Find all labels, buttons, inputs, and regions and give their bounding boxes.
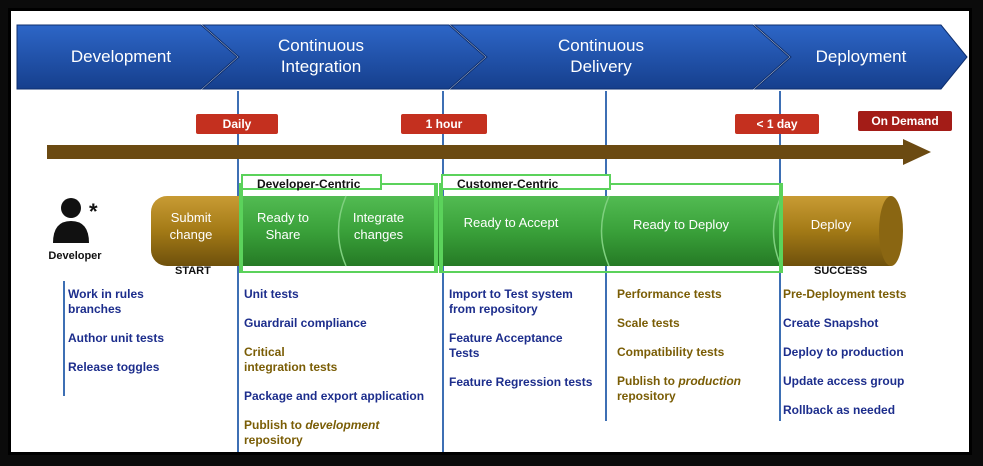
stage-ready-to-share: Ready to Share	[256, 210, 310, 242]
list-item: Compatibility tests	[617, 345, 725, 359]
list-item: Scale tests	[617, 316, 680, 330]
phase-banner	[16, 24, 968, 90]
badge-1-hour: 1 hour	[401, 114, 487, 134]
list-delivery: Performance tests Scale tests Compatibil…	[617, 287, 777, 418]
italic-emphasis: development	[305, 418, 380, 432]
badge-daily: Daily	[196, 114, 278, 134]
list-item: Guardrail compliance	[244, 316, 367, 330]
divider-development	[63, 281, 65, 396]
phase-chevron-development	[16, 24, 238, 90]
list-item: Release toggles	[68, 360, 160, 374]
phase-label-integration: Continuous Integration	[277, 36, 364, 76]
list-item: Pre-Deployment tests	[783, 287, 907, 301]
list-item: Package and export application	[244, 389, 425, 403]
list-item: Deploy to production	[783, 345, 904, 359]
stage-submit-change: Submit change	[169, 210, 213, 242]
list-item: Critical integration tests	[244, 345, 338, 374]
timeline-arrow	[47, 139, 931, 165]
developer-label: Developer	[48, 250, 102, 262]
list-development: Work in rules branches Author unit tests…	[68, 287, 228, 389]
list-integration: Unit tests Guardrail compliance Critical…	[244, 287, 439, 452]
badge-less-than-1-day: < 1 day	[735, 114, 819, 134]
success-label: SUCCESS	[814, 265, 868, 277]
list-item: Rollback as needed	[783, 403, 896, 417]
list-item: Import to Test system from repository	[449, 287, 573, 316]
start-label: START	[175, 265, 211, 277]
diagram-frame: Development Continuous Integration Conti…	[8, 8, 972, 455]
list-acceptance: Import to Test system from repository Fe…	[449, 287, 604, 404]
list-item: Performance tests	[617, 287, 722, 301]
list-item: Publish to production repository	[617, 374, 741, 403]
list-item: Feature Acceptance Tests	[449, 331, 563, 360]
divider-integration	[237, 91, 239, 452]
phase-chevron-deployment	[753, 24, 968, 90]
phase-label-development: Development	[70, 47, 172, 66]
italic-emphasis: production	[678, 374, 741, 388]
list-item: Unit tests	[244, 287, 299, 301]
list-item: Publish to development repository	[244, 418, 380, 447]
stage-deploy: Deploy	[810, 217, 852, 232]
list-item: Create Snapshot	[783, 316, 879, 330]
pipeline-tube	[151, 183, 903, 273]
list-item: Author unit tests	[68, 331, 164, 345]
badge-on-demand: On Demand	[858, 111, 952, 131]
developer-person-icon: *	[53, 198, 98, 243]
phase-label-delivery: Continuous Delivery	[557, 36, 644, 76]
group-customer-centric: Customer-Centric	[441, 174, 611, 191]
list-item: Update access group	[783, 374, 905, 388]
stage-ready-to-deploy: Ready to Deploy	[632, 217, 730, 232]
phase-chevron-integration	[201, 24, 486, 90]
stage-ready-to-accept: Ready to Accept	[463, 215, 559, 230]
list-item: Work in rules branches	[68, 287, 144, 316]
svg-text:*: *	[89, 199, 98, 224]
phase-label-deployment: Deployment	[815, 47, 907, 66]
phase-chevron-delivery	[449, 24, 790, 90]
list-deployment: Pre-Deployment tests Create Snapshot Dep…	[783, 287, 963, 432]
group-developer-centric: Developer-Centric	[241, 174, 382, 191]
list-item: Feature Regression tests	[449, 375, 593, 389]
stage-integrate-changes: Integrate changes	[352, 210, 405, 242]
